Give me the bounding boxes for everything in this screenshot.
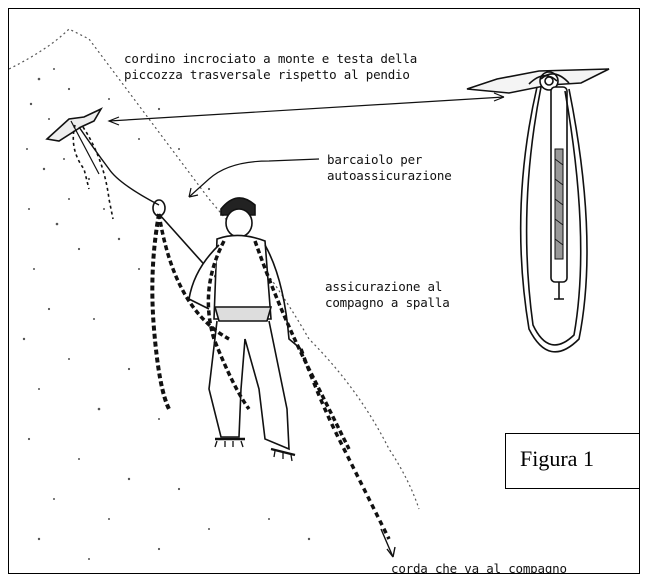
label-assicurazione: assicurazione al compagno a spalla <box>325 279 450 311</box>
ice-axe-anchor <box>47 109 159 219</box>
label-cordino-line1: cordino incrociato a monte e testa della <box>124 51 417 67</box>
label-assicurazione-line2: compagno a spalla <box>325 295 450 311</box>
label-cordino-line2: piccozza trasversale rispetto al pendio <box>124 67 417 83</box>
rope-to-partner <box>301 349 395 557</box>
label-barcaiolo: barcaiolo per autoassicurazione <box>327 152 452 184</box>
label-barcaiolo-line1: barcaiolo per <box>327 152 452 168</box>
figure-caption: Figura 1 <box>520 446 594 472</box>
illustration-frame: cordino incrociato a monte e testa della… <box>8 8 640 574</box>
figure-caption-box: Figura 1 <box>505 433 640 489</box>
label-corda: corda che va al compagno <box>391 561 567 574</box>
label-assicurazione-line1: assicurazione al <box>325 279 450 295</box>
ice-axe-detail <box>467 69 609 352</box>
label-cordino: cordino incrociato a monte e testa della… <box>124 51 417 83</box>
climber-figure <box>189 198 301 461</box>
label-barcaiolo-line2: autoassicurazione <box>327 168 452 184</box>
